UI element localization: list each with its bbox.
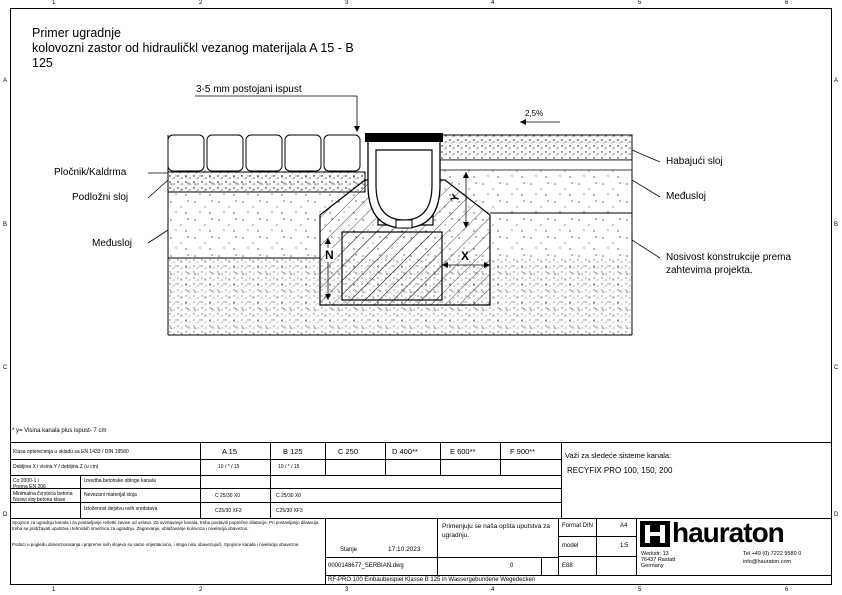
company-phone: Tel +49 (0) 7222 9580 0 xyxy=(743,551,802,557)
thickness-a15: 10 / * / 15 xyxy=(218,464,240,470)
class-e600: E 600** xyxy=(450,447,476,456)
label-bedding: Podložni sloj xyxy=(72,192,129,203)
valid-for-label: Važi za sledeće sisteme kanala: xyxy=(565,451,672,460)
dim-n: N xyxy=(325,248,334,262)
standard-label-b: Prema EN 206 xyxy=(13,484,46,490)
sheet-code: E88 xyxy=(562,563,573,569)
row-letter: C xyxy=(834,365,839,371)
col-number: 4 xyxy=(491,587,495,593)
dim-x: X xyxy=(461,249,470,263)
exposure-label: Izloženost dejstvu ovih sredstava xyxy=(84,506,158,512)
note-dimensioning: Podaci u pogledu dimenzionisanja i pripr… xyxy=(12,542,300,547)
col-number: 4 xyxy=(491,0,495,6)
footnote: * y= Visina kanala plus ispust- 7 cm xyxy=(12,428,107,434)
page-title: Primer ugradnje kolovozni zastor od hidr… xyxy=(32,26,354,70)
company-email: info@hauraton.com xyxy=(743,559,792,565)
drawing-number: 0000148677_SERBIAN.dwg xyxy=(328,563,404,569)
state-date: 17.10.2023 xyxy=(388,546,421,553)
class-b125: B 125 xyxy=(283,447,303,456)
concrete-a15: C 25/30 X0 xyxy=(215,493,241,499)
label-wearing: Habajući sloj xyxy=(666,156,723,167)
row-letter: C xyxy=(3,365,8,371)
drawing-caption: RF-PRO 100 Einbaubeispiel Klasse B 125 i… xyxy=(328,577,536,583)
col-number: 5 xyxy=(638,0,642,6)
label-paving: Pločnik/Kaldrma xyxy=(54,167,127,178)
systems-list: RECYFIX PRO 100, 150, 200 xyxy=(567,466,673,475)
concrete-surround-label: Izvedba betonske obloge kanala xyxy=(84,478,156,484)
load-class-label: Klasa opterećenja u skladu sa EN 1433 / … xyxy=(13,449,129,455)
note-installation: Spojnice za ugradnju kanala i za postavl… xyxy=(12,520,319,531)
exposure-b125: C25/30 XF3 xyxy=(276,508,303,514)
col-number: 3 xyxy=(345,587,349,593)
col-number: 2 xyxy=(199,587,203,593)
row-letter: B xyxy=(3,222,8,228)
unbound-label: Nevezani materijal sloja xyxy=(84,492,137,498)
standard-label-a: Co 2000-1 i xyxy=(13,478,39,484)
installation-section-drawing xyxy=(147,95,661,336)
col-number: 5 xyxy=(638,587,642,593)
thickness-b125: 10 / * / 15 xyxy=(278,464,300,470)
col-number: 6 xyxy=(785,587,789,593)
col-number: 6 xyxy=(785,0,789,6)
model-label: model xyxy=(562,543,579,549)
state-label: Stanje xyxy=(340,547,358,553)
col-number: 1 xyxy=(52,587,56,593)
general-note: Primenjuju se naša opšta uputstva za ugr… xyxy=(442,523,551,539)
label-intermediate-left: Međusloj xyxy=(92,238,133,249)
concrete-b125: C 25/30 X0 xyxy=(276,493,302,499)
label-bearing-2: zahtevima projekta. xyxy=(666,265,753,276)
hauraton-logo-icon xyxy=(640,521,670,547)
label-bearing-1: Nosivost konstrukcije prema xyxy=(666,252,792,263)
format-value: A4 xyxy=(620,523,628,529)
class-c250: C 250 xyxy=(338,447,359,456)
bearing-layer-label: Nosivi sloj betona klase xyxy=(13,497,66,503)
row-letter: A xyxy=(3,78,8,84)
thickness-label: Debljina X i visina Y / debljina Z (u cm… xyxy=(13,464,99,470)
row-letter: B xyxy=(834,222,839,228)
company-address: Werkstr. 13 76437 Rastatt Germany xyxy=(641,551,676,569)
outlet-label: 3-5 mm postojani ispust xyxy=(196,84,302,95)
class-d400: D 400** xyxy=(392,447,418,456)
slope-label: 2,5% xyxy=(525,109,544,118)
min-strength-label: Minimalna čvrstoća betona xyxy=(13,491,73,497)
row-letter: D xyxy=(3,512,8,518)
exposure-a15: C25/30 XF3 xyxy=(215,508,242,514)
format-label: Format DIN xyxy=(562,523,594,529)
row-letter: D xyxy=(834,512,839,518)
revision: 0 xyxy=(510,563,514,569)
label-intermediate-right: Međusloj xyxy=(666,191,707,202)
class-a15: A 15 xyxy=(222,447,238,456)
model-value: 1:5 xyxy=(620,543,629,549)
row-letter: A xyxy=(834,78,839,84)
class-f900: F 900** xyxy=(510,447,536,456)
logo-wordmark: hauraton xyxy=(672,517,785,548)
col-number: 3 xyxy=(345,0,349,6)
drawing-frame xyxy=(10,8,832,585)
col-number: 2 xyxy=(199,0,203,6)
col-number: 1 xyxy=(52,0,56,6)
